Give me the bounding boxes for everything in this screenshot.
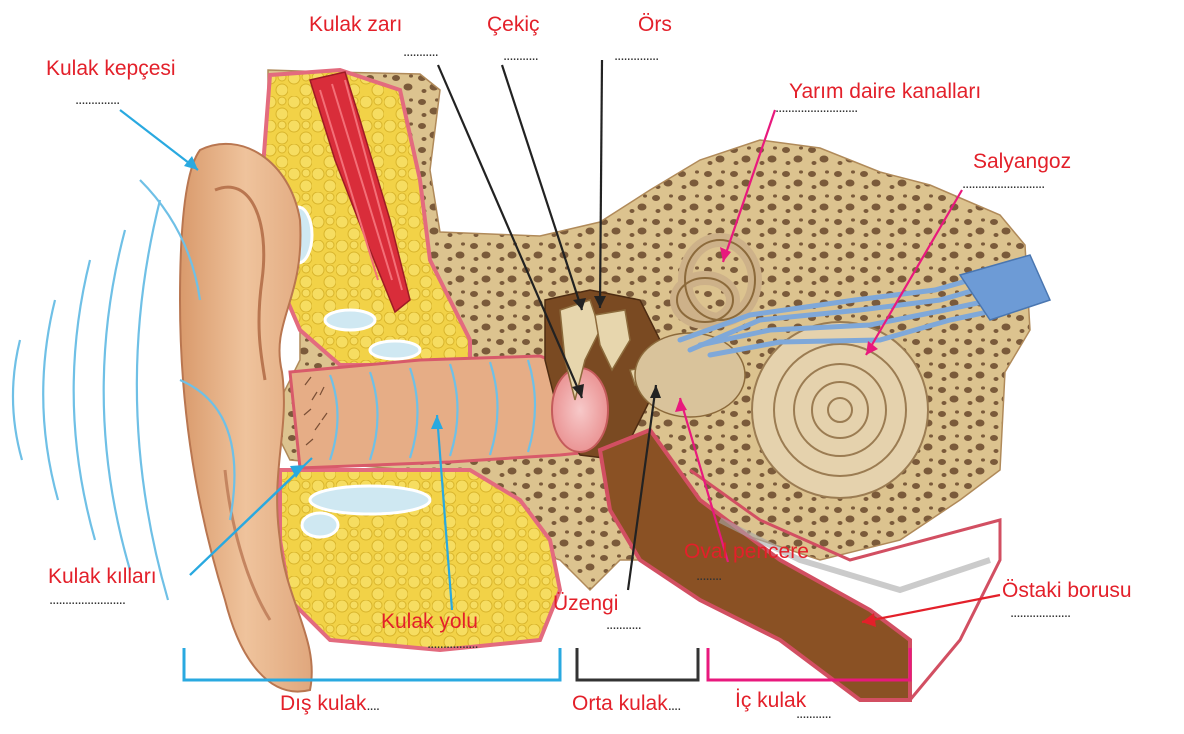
blank-ear-canal: ................ <box>427 636 478 651</box>
outer-ear-text: Dış kulak <box>280 692 366 715</box>
blank-cochlea: .......................... <box>962 176 1044 191</box>
blank-pinna: .............. <box>75 92 119 107</box>
outer-ear-bracket <box>184 648 560 680</box>
blank-canals: .......................... <box>775 100 857 115</box>
middle-ear-text: Orta kulak <box>572 692 668 715</box>
label-outer-ear: Dış kulak.... <box>280 693 379 714</box>
blank-stirrup: ........... <box>606 617 641 632</box>
cochlea-shape <box>752 322 928 498</box>
label-middle-ear: Orta kulak.... <box>572 693 680 714</box>
blank-hairs: ........................ <box>49 592 125 607</box>
cartilage-upper-2 <box>325 310 375 330</box>
label-cochlea: Salyangoz <box>973 151 1071 172</box>
blank-hammer: ........... <box>503 48 538 63</box>
label-pinna: Kulak kepçesi <box>46 58 176 79</box>
cartilage-lower-2 <box>302 513 338 537</box>
label-hammer: Çekiç <box>487 14 540 35</box>
pointer-eustachian <box>862 595 1000 622</box>
middle-ear-bracket <box>577 648 698 680</box>
label-hairs: Kulak kılları <box>48 566 157 587</box>
blank-eustachian: ................... <box>1010 605 1070 620</box>
blank-anvil: .............. <box>614 48 658 63</box>
vestibule <box>635 333 745 417</box>
blank-inner-ear: ........... <box>796 706 831 721</box>
label-anvil: Örs <box>638 14 672 35</box>
label-eustachian: Östaki borusu <box>1002 580 1132 601</box>
blank-outer-ear: .... <box>366 697 379 714</box>
label-ear-canal: Kulak yolu <box>381 611 478 632</box>
cartilage-lower <box>310 486 430 514</box>
label-stirrup: Üzengi <box>553 593 618 614</box>
blank-oval-window: ........ <box>696 568 721 583</box>
pointer-pinna <box>120 110 198 170</box>
label-oval-window: Oval pencere <box>684 541 809 562</box>
label-eardrum: Kulak zarı <box>309 14 402 35</box>
cartilage-upper-3 <box>370 341 420 359</box>
blank-eardrum: ........... <box>403 44 438 59</box>
blank-middle-ear: .... <box>668 697 681 714</box>
